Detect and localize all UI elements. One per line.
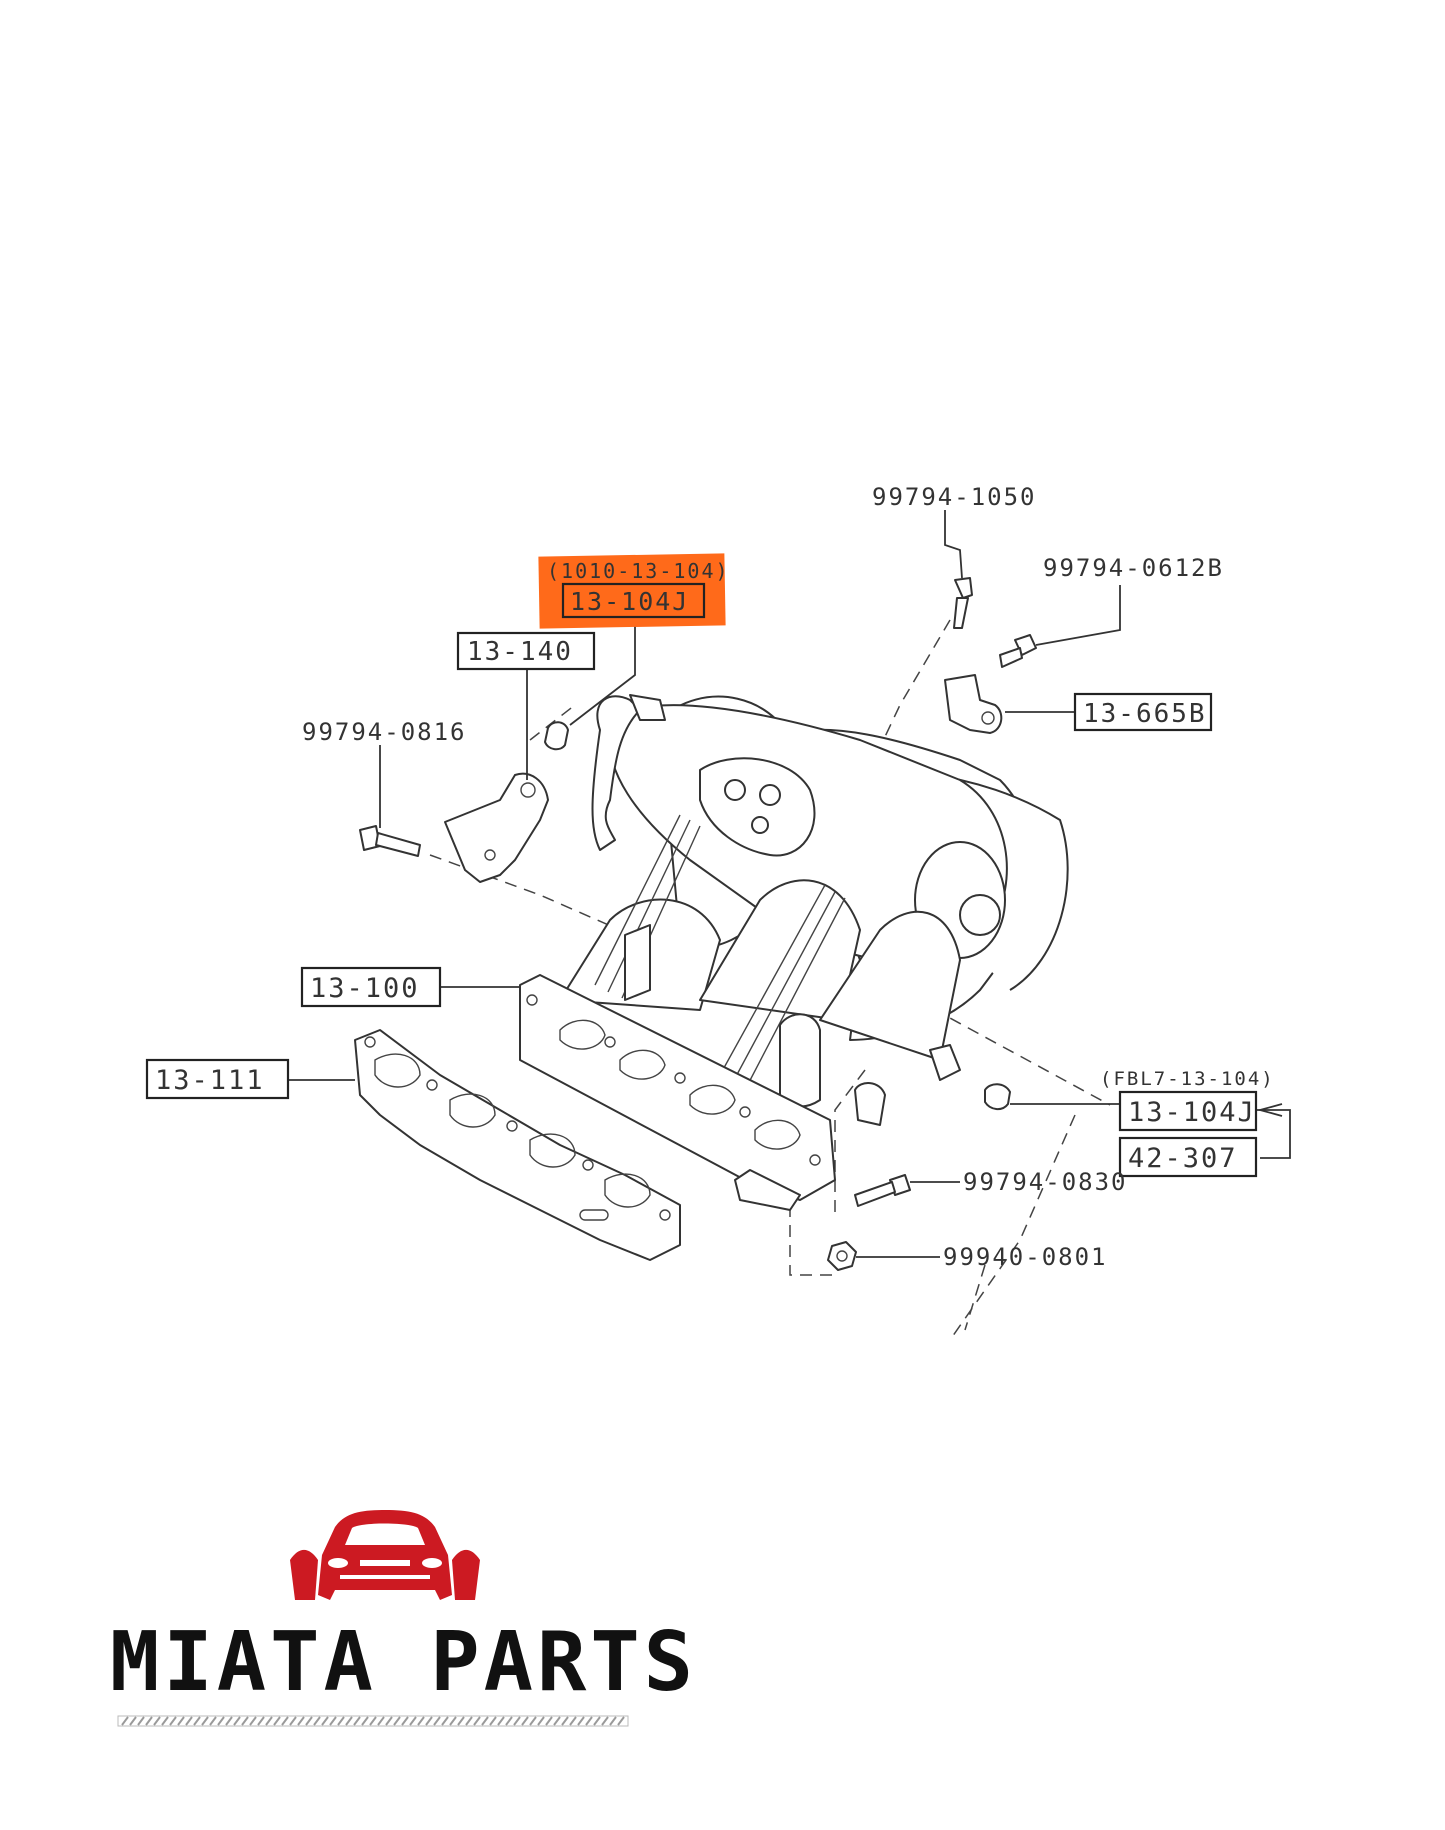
callout-bracket-13-140: 13-140 — [456, 631, 596, 671]
leader-lines — [288, 510, 1291, 1258]
bracket-13-140 — [444, 772, 549, 883]
manifold-gasket — [354, 1029, 681, 1261]
callout-bolt-99794-1050: 99794-1050 — [872, 483, 1037, 511]
svg-text:99794-0816: 99794-0816 — [302, 718, 467, 746]
svg-text:99794-0612B: 99794-0612B — [1043, 554, 1224, 582]
svg-text:13-665B: 13-665B — [1083, 699, 1207, 729]
svg-text:42-307: 42-307 — [1128, 1143, 1238, 1174]
miata-parts-logo: MIATA PARTS — [110, 1510, 697, 1727]
svg-text:13-100: 13-100 — [310, 973, 420, 1004]
logo-underline-hatch — [117, 1715, 629, 1727]
callout-bracket-13-665B: 13-665B — [1073, 692, 1213, 732]
svg-text:13-140: 13-140 — [467, 637, 573, 667]
svg-text:MIATA PARTS: MIATA PARTS — [110, 1615, 697, 1710]
svg-text:99794-0830: 99794-0830 — [963, 1168, 1128, 1196]
svg-text:99940-0801: 99940-0801 — [943, 1243, 1108, 1271]
callout-bolt-99794-0816: 99794-0816 — [302, 718, 467, 746]
highlighted-callout-13-104J-top: (1010-13-104) 13-104J — [538, 553, 730, 629]
svg-text:13-104J: 13-104J — [1128, 1097, 1256, 1128]
callout-nut-99940-0801: 99940-0801 — [943, 1243, 1108, 1271]
callout-gasket-13-111: 13-111 — [145, 1058, 290, 1100]
callout-assembly-42-307: 42-307 — [1118, 1136, 1258, 1178]
callout-bolt-99794-0612B: 99794-0612B — [1043, 554, 1224, 582]
callout-bolt-99794-0830: 99794-0830 — [963, 1168, 1128, 1196]
intake-manifold — [519, 694, 1069, 1211]
fasteners — [359, 577, 1037, 1271]
callout-manifold-13-100: 13-100 — [300, 966, 442, 1008]
callout-13-104J-bottom: (FBL7-13-104) 13-104J — [1100, 1068, 1275, 1132]
svg-text:99794-1050: 99794-1050 — [872, 483, 1037, 511]
svg-text:13-111: 13-111 — [155, 1065, 265, 1096]
svg-text:13-104J: 13-104J — [570, 587, 689, 616]
svg-text:(FBL7-13-104): (FBL7-13-104) — [1100, 1068, 1275, 1090]
bracket-13-665B — [944, 674, 1003, 734]
orange-highlight — [538, 553, 726, 629]
svg-text:(1010-13-104): (1010-13-104) — [547, 559, 730, 583]
car-front-icon — [290, 1510, 480, 1600]
